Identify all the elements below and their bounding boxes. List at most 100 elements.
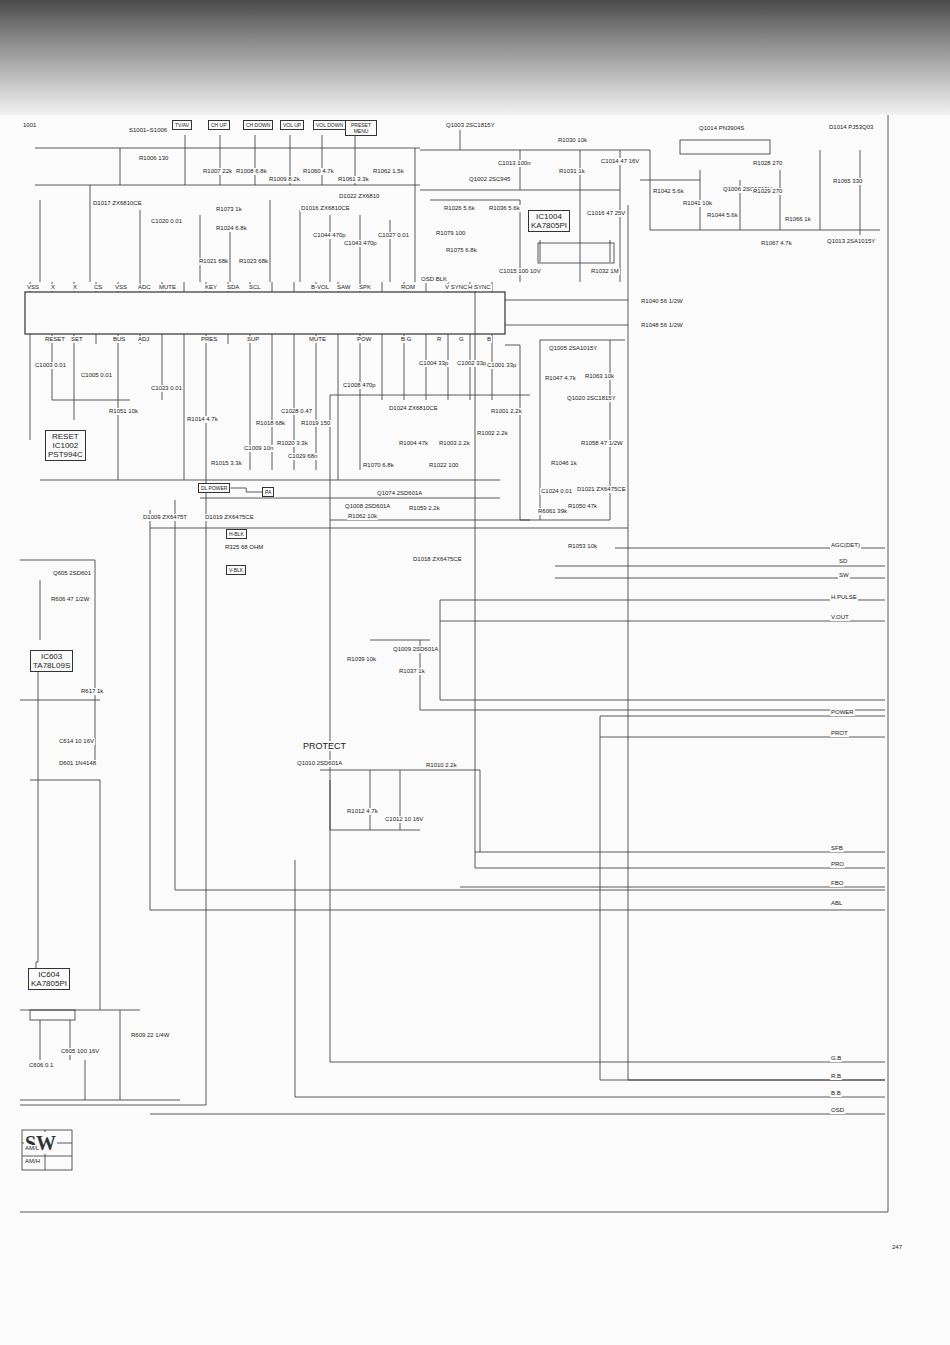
part-label: 1001 — [22, 122, 37, 129]
part-label: AGC(DET) — [830, 542, 861, 549]
part-label: R1019 150 — [300, 420, 331, 427]
part-label: C1044 470p — [312, 232, 347, 239]
node-text: V-BLK — [229, 567, 243, 573]
part-label: C1027 0.01 — [377, 232, 410, 239]
node-text: RESET — [48, 432, 83, 441]
part-label: R1050 47k — [567, 503, 598, 510]
node-text: IC1002 — [48, 441, 83, 450]
part-label: SFB — [830, 845, 844, 852]
part-label: R606 47 1/2W — [50, 596, 90, 603]
part-label: CS — [93, 284, 103, 291]
part-label: D1018 ZX6475CE — [412, 556, 463, 563]
part-label: R1003 2.2k — [438, 440, 471, 447]
part-label: D1009 ZX6475T — [142, 514, 188, 521]
part-label: V SYNC — [444, 284, 468, 291]
part-label: C1015 100 10V — [498, 268, 542, 275]
part-label: R — [436, 336, 442, 343]
part-label: R325 68 OHM — [224, 544, 264, 551]
node-text: KA7805PI — [31, 979, 67, 988]
part-label: SAW — [336, 284, 351, 291]
part-label: R1012 4.7k — [346, 808, 379, 815]
part-label: PRES — [200, 336, 218, 343]
part-label: Q1002 2SC945 — [468, 176, 511, 183]
part-label: H.PULSE — [830, 594, 858, 601]
node-text: IC1004 — [531, 212, 567, 221]
part-label: R1053 10k — [567, 543, 598, 550]
part-label: R1048 56 1/2W — [640, 322, 684, 329]
part-label: D1022 ZX6810 — [338, 193, 380, 200]
signal-tag: DL POWER — [198, 483, 230, 493]
node-text: VOL UP — [283, 122, 301, 128]
part-label: R1006 130 — [138, 155, 169, 162]
part-label: R1023 68k — [238, 258, 269, 265]
node-text: PRESET MENU — [348, 122, 374, 134]
part-label: R1062 1.5k — [372, 168, 405, 175]
part-label: R1065 330 — [832, 178, 863, 185]
part-label: V.OUT — [830, 614, 850, 621]
part-label: B.G — [400, 336, 412, 343]
node-text: PA — [265, 489, 271, 495]
part-label: C1024 0.01 — [540, 488, 573, 495]
signal-tag: CH UP — [208, 120, 230, 130]
part-label: R1032 1M — [590, 268, 620, 275]
part-label: R1062 10k — [347, 513, 378, 520]
part-label: R1020 3.3k — [276, 440, 309, 447]
node-text: PST994C — [48, 450, 83, 459]
part-label: POW — [356, 336, 372, 343]
part-label: ROM — [400, 284, 416, 291]
node-text: CH UP — [211, 122, 227, 128]
part-label: AM/H — [24, 1158, 41, 1165]
part-label: C1008 470p — [342, 382, 377, 389]
part-label: R1014 4.7k — [186, 416, 219, 423]
part-label: C1002 33p — [456, 360, 487, 367]
part-label: Q1074 2SD601A — [376, 490, 423, 497]
signal-tag: CH DOWN — [243, 120, 273, 130]
part-label: C1003 0.01 — [34, 362, 67, 369]
node-text: H-BLK — [229, 531, 244, 537]
scan-shadow — [0, 0, 950, 115]
part-label: R1063 10k — [584, 373, 615, 380]
part-label: R1010 2.2k — [425, 762, 458, 769]
wire-connector — [36, 672, 38, 968]
wire-connector — [230, 488, 262, 492]
part-label: R1036 5.6k — [488, 205, 521, 212]
part-label: B-VOL — [310, 284, 330, 291]
part-label: C1004 33p — [418, 360, 449, 367]
part-label: R.B — [830, 1073, 842, 1080]
node-text: VOL DOWN — [316, 122, 343, 128]
part-label: X — [72, 284, 78, 291]
part-label: ABL — [830, 900, 843, 907]
part-label: VSS — [26, 284, 40, 291]
part-label: C605 100 16V — [60, 1048, 100, 1055]
part-label: R1024 6.8k — [215, 225, 248, 232]
signal-tag: PRESET MENU — [345, 120, 377, 136]
part-label: R1021 68k — [198, 258, 229, 265]
node-text: IC604 — [31, 970, 67, 979]
node-text: IC603 — [33, 652, 70, 661]
part-label: SUP — [246, 336, 260, 343]
part-label: D1021 ZX6475CE — [576, 486, 627, 493]
node-text: TA78L09S — [33, 661, 70, 670]
part-label: R6061 39k — [537, 508, 568, 515]
part-label: R1073 1k — [215, 206, 243, 213]
part-label: C1001 33p — [486, 362, 517, 369]
part-label: R1047 4.7k — [544, 375, 577, 382]
part-label: Q605 2SD601 — [52, 570, 92, 577]
part-label: R1042 5.6k — [652, 188, 685, 195]
part-label: C1043 470p — [343, 240, 378, 247]
part-label: D1024 ZX6810CE — [388, 405, 439, 412]
part-label: C614 10 16V — [58, 738, 95, 745]
part-label: Q1010 2SD601A — [296, 760, 343, 767]
part-label: B.B — [830, 1090, 842, 1097]
part-label: R1030 10k — [557, 137, 588, 144]
part-label: Q1009 2SD601A — [392, 646, 439, 653]
ic-box: IC1004KA7805PI — [528, 210, 570, 232]
part-label: Q1014 PN3904S — [698, 125, 745, 132]
part-label: R1040 56 1/2W — [640, 298, 684, 305]
part-label: Q1003 2SC1815Y — [445, 122, 496, 129]
part-label: POWER — [830, 709, 855, 716]
part-label: Q1020 2SC1815Y — [566, 395, 617, 402]
signal-tag: V-BLK — [226, 565, 246, 575]
part-label: C1029 68n — [287, 453, 318, 460]
part-label: X — [50, 284, 56, 291]
